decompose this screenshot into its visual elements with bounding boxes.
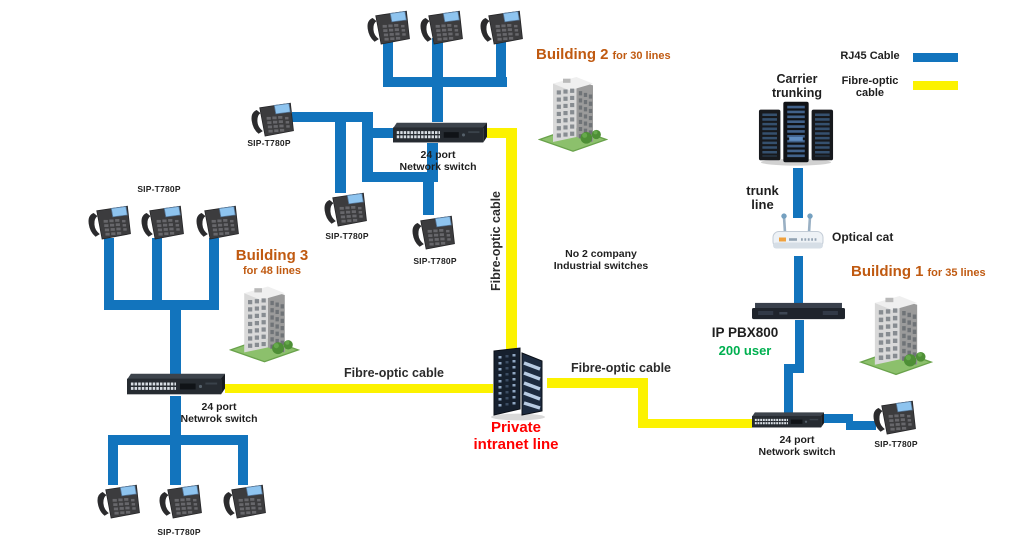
- industrial-switches-note: No 2 company Industrial switches: [553, 248, 649, 272]
- rj45-cable-segment: [108, 435, 248, 445]
- ip-phone-icon: [194, 203, 240, 243]
- private-intranet-line-label: Private intranet line: [473, 419, 559, 454]
- ip-phone-icon: [249, 100, 295, 140]
- ip-phone-icon: [410, 213, 456, 253]
- rj45-cable-segment: [170, 310, 181, 377]
- rj45-cable-segment: [209, 238, 219, 310]
- fibre-cable-label-left: Fibre-optic cable: [343, 366, 445, 380]
- phone-label: SIP-T780P: [157, 527, 201, 537]
- rj45-cable-segment: [238, 445, 248, 485]
- ip-phone-icon: [418, 8, 464, 48]
- ip-pbx800-icon: [752, 302, 845, 322]
- rj45-cable-segment: [383, 38, 393, 87]
- network-switch-icon-building3: [127, 373, 225, 398]
- ip-phone-icon: [365, 8, 411, 48]
- fibre-cable-segment: [506, 128, 517, 350]
- fibre-cable-segment: [638, 419, 752, 428]
- rj45-cable-segment: [170, 396, 181, 445]
- ip-pbx800-label: IP PBX800 200 user: [695, 325, 795, 359]
- rj45-cable-segment: [104, 238, 114, 310]
- phone-label: SIP-T780P: [137, 184, 181, 194]
- ip-phone-icon: [157, 482, 203, 522]
- rj45-cable-segment: [170, 445, 181, 485]
- rj45-cable-segment: [823, 414, 853, 423]
- fibre-cable-segment: [547, 378, 647, 388]
- rj45-cable-segment: [335, 122, 346, 193]
- ip-phone-icon: [221, 482, 267, 522]
- building2-icon: [538, 64, 608, 160]
- rj45-cable-segment: [795, 320, 804, 372]
- rj45-cable-segment: [104, 300, 219, 310]
- fibre-cable-segment: [225, 384, 493, 393]
- phone-label: SIP-T780P: [247, 138, 291, 148]
- ip-phone-icon: [139, 203, 185, 243]
- fibre-cable-segment: [638, 378, 648, 428]
- carrier-trunking-servers-icon: [757, 99, 835, 167]
- rj45-cable-segment: [362, 128, 398, 138]
- fibre-cable-label-right: Fibre-optic cable: [570, 361, 672, 375]
- legend-rj45-label: RJ45 Cable: [840, 50, 900, 62]
- legend-fibre-swatch: [913, 81, 958, 90]
- switch-building1-label: 24 port Network switch: [758, 434, 836, 458]
- building1-icon: [859, 282, 933, 384]
- ip-phone-icon: [871, 398, 917, 438]
- rj45-cable-segment: [423, 182, 434, 215]
- pbx-users-label: 200 user: [718, 343, 772, 359]
- phone-label: SIP-T780P: [413, 256, 457, 266]
- rj45-cable-segment: [362, 172, 438, 182]
- rj45-cable-segment: [794, 256, 803, 308]
- ip-phone-icon: [95, 482, 141, 522]
- rj45-cable-segment: [785, 364, 804, 373]
- building3-icon: [229, 274, 300, 370]
- phone-label: SIP-T780P: [325, 231, 369, 241]
- rj45-cable-segment: [427, 143, 438, 182]
- optical-cat-router-icon: [770, 211, 826, 258]
- ip-phone-icon: [86, 203, 132, 243]
- rj45-cable-segment: [846, 421, 876, 430]
- rj45-cable-segment: [383, 77, 507, 87]
- legend-fibre-label: Fibre-optic cable: [841, 75, 899, 100]
- rj45-cable-segment: [496, 38, 506, 87]
- switch-building2-label: 24 port Network switch: [399, 149, 477, 173]
- rj45-cable-segment: [432, 38, 443, 122]
- optical-cat-label: Optical cat: [832, 230, 894, 244]
- trunk-line-label: trunk line: [746, 183, 779, 213]
- ip-phone-icon: [322, 190, 368, 230]
- rj45-cable-segment: [784, 364, 793, 414]
- switch-building3-label: 24 port Netwrok switch: [180, 401, 258, 425]
- fibre-cable-label-vertical: Fibre-optic cable: [489, 190, 503, 292]
- carrier-trunking-label: Carrier trunking: [772, 72, 822, 100]
- rj45-cable-segment-trunk-line: [793, 168, 803, 218]
- network-switch-icon-building2: [393, 121, 487, 147]
- rj45-cable-segment: [292, 112, 373, 122]
- legend-rj45-swatch: [913, 53, 958, 62]
- rj45-cable-segment: [152, 238, 162, 310]
- rj45-cable-segment: [362, 112, 373, 182]
- rj45-cable-segment: [108, 445, 118, 485]
- network-switch-icon-building1: [752, 411, 824, 431]
- server-rack-icon-private-intranet: [487, 347, 549, 421]
- phone-label: SIP-T780P: [874, 439, 918, 449]
- fibre-cable-segment: [487, 128, 517, 138]
- ip-phone-icon: [478, 8, 524, 48]
- building3-title: Building 3 for 48 lines: [235, 247, 309, 277]
